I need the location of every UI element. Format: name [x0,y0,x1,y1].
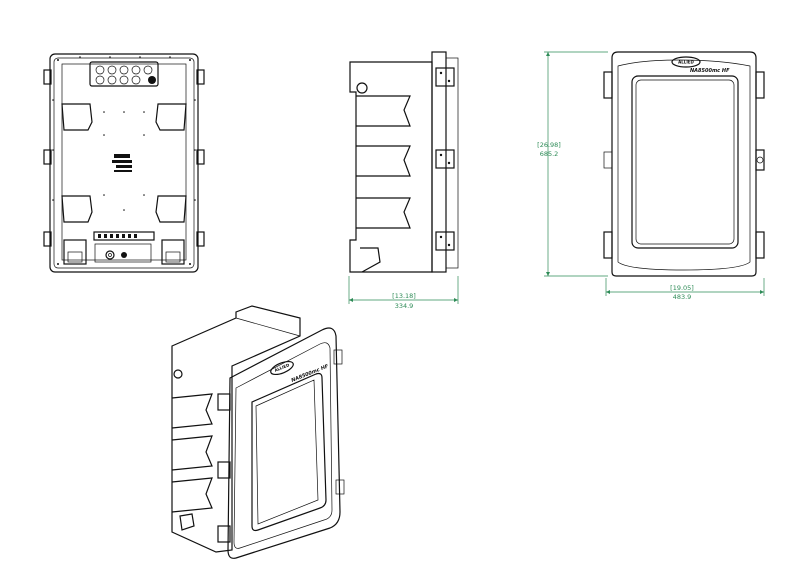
side-port [356,82,368,94]
side-hinges [435,67,455,251]
iso-model-label: NA8500mc HF [291,363,330,384]
front-height-mm: 685.2 [540,150,559,158]
terminal-strip [98,234,137,238]
top-knockouts [95,65,156,85]
side-depth-mm: 334.9 [395,302,414,310]
iso-side-port [173,369,183,379]
front-logo-badge [671,56,701,68]
top-gland-plate [89,61,159,87]
front-logo-text: ALLIED [678,60,694,65]
drain-port [105,250,115,260]
side-depth-in: [13.18] [392,292,416,300]
isometric-view: ALLIED NA8500mc HF [171,305,345,559]
front-height-in: [26.98] [537,141,561,149]
iso-logo-badge [270,360,294,376]
front-view: ALLIED NA8500mc HF [26.98] 685.2 [537,51,765,301]
front-height-dimension: [26.98] 685.2 [537,51,608,277]
front-hinges [603,71,765,259]
interior-view [43,53,205,273]
iso-door [227,327,341,559]
front-width-mm: 483.9 [673,293,692,301]
front-width-in: [19.05] [670,284,694,292]
iso-logo-text: ALLIED [274,362,291,373]
perimeter-bolts [52,56,196,265]
front-model-label: NA8500mc HF [690,68,730,74]
mounting-bosses [61,103,187,223]
front-width-dimension: [19.05] 483.9 [605,278,765,301]
bottom-right-foot [161,239,185,265]
iso-window [251,372,327,532]
front-window [631,75,739,249]
side-view: [13.18] 334.9 [348,51,459,310]
side-depth-dimension: [13.18] 334.9 [348,276,459,310]
bottom-left-foot [63,239,87,265]
iso-hinges [217,349,345,543]
center-label-block [112,154,132,172]
bottom-gland-plate [93,231,155,241]
